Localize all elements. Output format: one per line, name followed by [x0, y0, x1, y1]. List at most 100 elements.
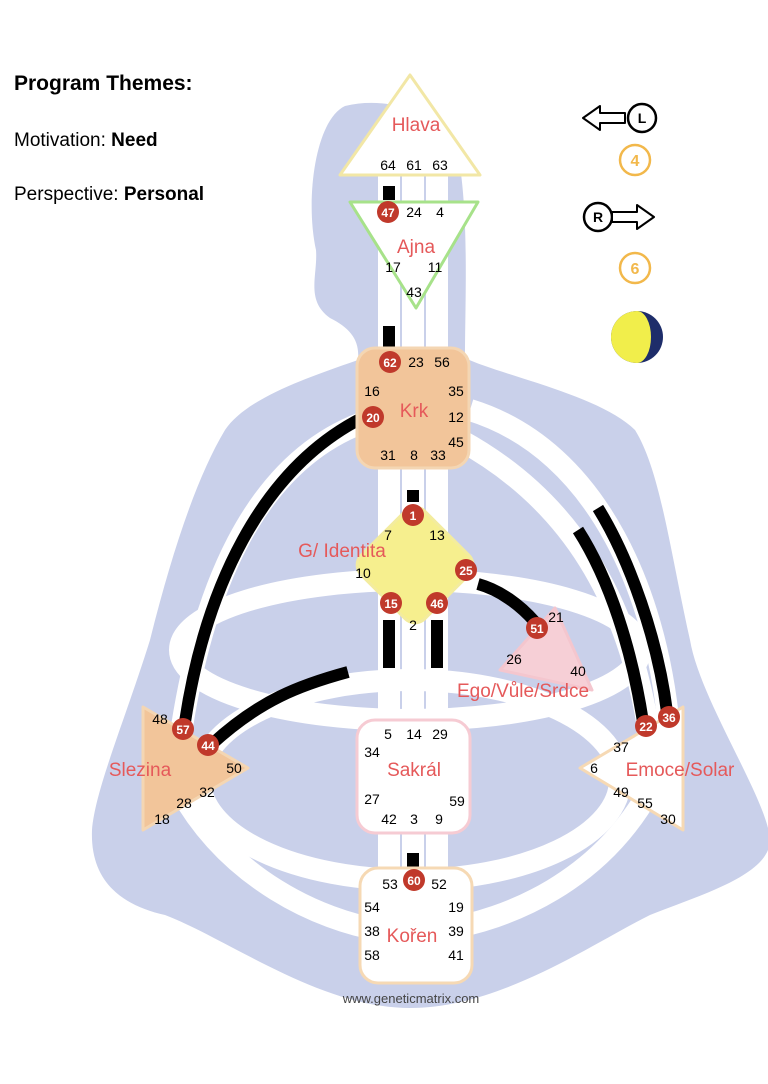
gate-2: 2: [409, 617, 417, 633]
left-arrow-icon-body: [582, 105, 626, 131]
gate-36: 36: [662, 711, 676, 725]
center-sacral-shape: [355, 718, 472, 835]
gate-34: 34: [364, 744, 380, 760]
center-ego-label: Ego/Vůle/Srdce: [457, 681, 589, 702]
center-root-shape: [358, 866, 474, 985]
gate-9: 9: [435, 811, 443, 827]
arc-spleen-root: [170, 784, 382, 941]
motivation-label: Motivation:: [14, 130, 112, 151]
center-throat-label: Krk: [400, 401, 429, 422]
gate-38: 38: [364, 923, 380, 939]
active-gate-marker: [377, 201, 399, 223]
gate-31: 31: [380, 447, 396, 463]
gate-12: 12: [448, 409, 464, 425]
active-gate-marker: [635, 715, 657, 737]
gate-27: 27: [364, 791, 380, 807]
right-arrow-icon: R: [582, 201, 655, 233]
gate-45: 45: [448, 434, 464, 450]
gate-18: 18: [154, 811, 170, 827]
center-spleen: Slezina: [109, 705, 250, 832]
defined-channel-throat-spleen: [179, 412, 365, 723]
gate-7: 7: [384, 527, 392, 543]
gate-46: 46: [430, 597, 444, 611]
gate-23: 23: [408, 354, 424, 370]
perspective-label: Perspective:: [14, 184, 124, 205]
program-themes: Program Themes: Motivation: Need Perspec…: [14, 72, 204, 205]
gate-17: 17: [385, 259, 401, 275]
center-sacral-label: Sakrál: [387, 760, 441, 781]
gate-30: 30: [660, 811, 676, 827]
gate-4: 4: [436, 204, 444, 220]
center-solar-label: Emoce/Solar: [626, 760, 735, 781]
gate-25: 25: [459, 564, 473, 578]
gate-58: 58: [364, 947, 380, 963]
center-solar-shape: [578, 705, 685, 832]
active-gate-marker: [658, 706, 680, 728]
gate-16: 16: [364, 383, 380, 399]
perspective-line: Perspective: Personal: [14, 184, 204, 206]
gate-29: 29: [432, 726, 448, 742]
active-gate-marker: [362, 406, 384, 428]
center-head: Hlava: [338, 73, 482, 177]
gate-42: 42: [381, 811, 397, 827]
gate-52: 52: [431, 876, 447, 892]
gate-44: 44: [201, 739, 215, 753]
gate-3: 3: [410, 811, 418, 827]
gate-6: 6: [590, 760, 598, 776]
right-arrow-letter: R: [593, 209, 603, 225]
center-solar: Emoce/Solar: [578, 705, 735, 832]
gate-55: 55: [637, 795, 653, 811]
active-gate-marker: [402, 504, 424, 526]
motivation-line: Motivation: Need: [14, 130, 158, 152]
gate-39: 39: [448, 923, 464, 939]
active-gate-marker: [426, 592, 448, 614]
gate-49: 49: [613, 784, 629, 800]
gate-5: 5: [384, 726, 392, 742]
gate-19: 19: [448, 899, 464, 915]
gate-61: 61: [406, 157, 422, 173]
left-number-ring: [618, 143, 652, 177]
active-gate-marker: [403, 869, 425, 891]
gate-40: 40: [570, 663, 586, 679]
gate-11: 11: [428, 259, 443, 275]
moon-icon-light: [611, 311, 651, 363]
center-root-label: Kořen: [387, 926, 438, 947]
active-gate-marker: [197, 734, 219, 756]
center-sacral: Sakrál: [355, 718, 472, 835]
gate-56: 56: [434, 354, 450, 370]
gate-57: 57: [176, 723, 190, 737]
center-head-label: Hlava: [392, 115, 441, 136]
center-ego: Ego/Vůle/Srdce: [457, 606, 594, 702]
program-themes-title: Program Themes:: [14, 72, 193, 95]
gate-26: 26: [506, 651, 522, 667]
active-gate-marker: [526, 617, 548, 639]
motivation-value: Need: [111, 130, 158, 151]
right-number-ring: [618, 251, 652, 285]
gate-10: 10: [355, 565, 371, 581]
gate-13: 13: [429, 527, 445, 543]
gate-37: 37: [613, 739, 629, 755]
gate-64: 64: [380, 157, 396, 173]
gate-32: 32: [199, 784, 215, 800]
gate-33: 33: [430, 447, 446, 463]
credit-text: www.geneticmatrix.com: [342, 991, 480, 1006]
center-spleen-label: Slezina: [109, 760, 172, 781]
gate-1: 1: [410, 509, 417, 523]
gate-41: 41: [448, 947, 464, 963]
left-arrow-icon-circle: [626, 102, 658, 134]
right-number: 6: [631, 261, 640, 278]
center-throat-shape: [355, 346, 471, 470]
defined-channel-spleen-ego: [207, 666, 350, 749]
defined-channels: [179, 186, 673, 868]
gate-59: 59: [449, 793, 465, 809]
gate-54: 54: [364, 899, 380, 915]
defined-channel-solar-ego-1: [572, 526, 649, 723]
center-spleen-shape: [141, 705, 250, 832]
gate-20: 20: [366, 411, 380, 425]
left-number: 4: [631, 153, 640, 170]
gate-15: 15: [384, 597, 398, 611]
center-ajna-shape: [348, 200, 480, 310]
moon-icon: [611, 311, 663, 363]
